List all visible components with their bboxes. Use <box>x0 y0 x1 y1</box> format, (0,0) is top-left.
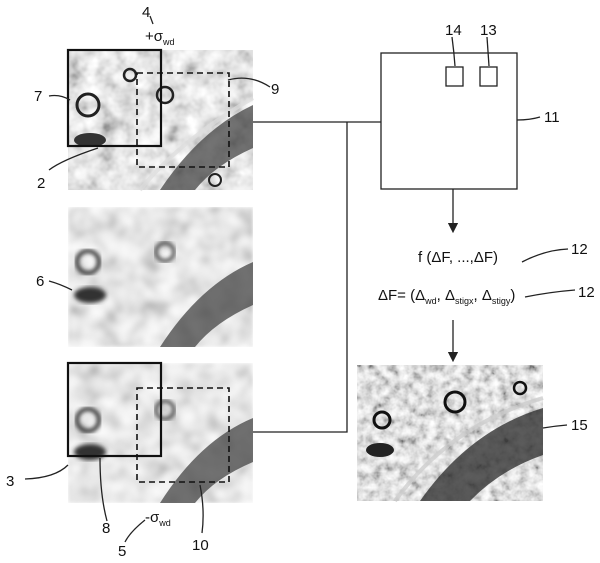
component-box-14 <box>445 66 464 87</box>
label-9: 9 <box>271 81 279 98</box>
region-box-dashed-bottom <box>136 387 230 483</box>
connector-bottom <box>253 122 348 433</box>
micrograph-result <box>357 365 544 503</box>
label-8: 8 <box>102 520 110 537</box>
label-4: 4 <box>142 4 150 21</box>
label-7: 7 <box>34 88 42 105</box>
label-15: 15 <box>571 417 588 434</box>
sigma-plus-label: +σwd <box>145 28 175 47</box>
region-box-solid-top <box>66 48 163 148</box>
function-formula: f (ΔF, ...,ΔF) <box>418 249 498 266</box>
label-12-bottom: 12 <box>578 284 595 301</box>
label-13: 13 <box>480 22 497 39</box>
leader-lines <box>24 15 576 543</box>
sigma-minus-label: -σwd <box>145 509 171 528</box>
label-6: 6 <box>36 273 44 290</box>
component-box-13 <box>479 66 498 87</box>
label-2: 2 <box>37 175 45 192</box>
region-box-solid-bottom <box>66 361 163 458</box>
label-11: 11 <box>544 109 560 126</box>
micrograph-middle <box>68 207 253 347</box>
delta-formula: ΔF= (Δwd, Δstigx, Δstigy) <box>378 287 515 306</box>
label-14: 14 <box>445 22 462 39</box>
label-5: 5 <box>118 543 126 560</box>
label-10: 10 <box>192 537 209 554</box>
label-12-top: 12 <box>571 241 588 258</box>
label-3: 3 <box>6 473 14 490</box>
region-box-dashed-top <box>136 72 230 168</box>
